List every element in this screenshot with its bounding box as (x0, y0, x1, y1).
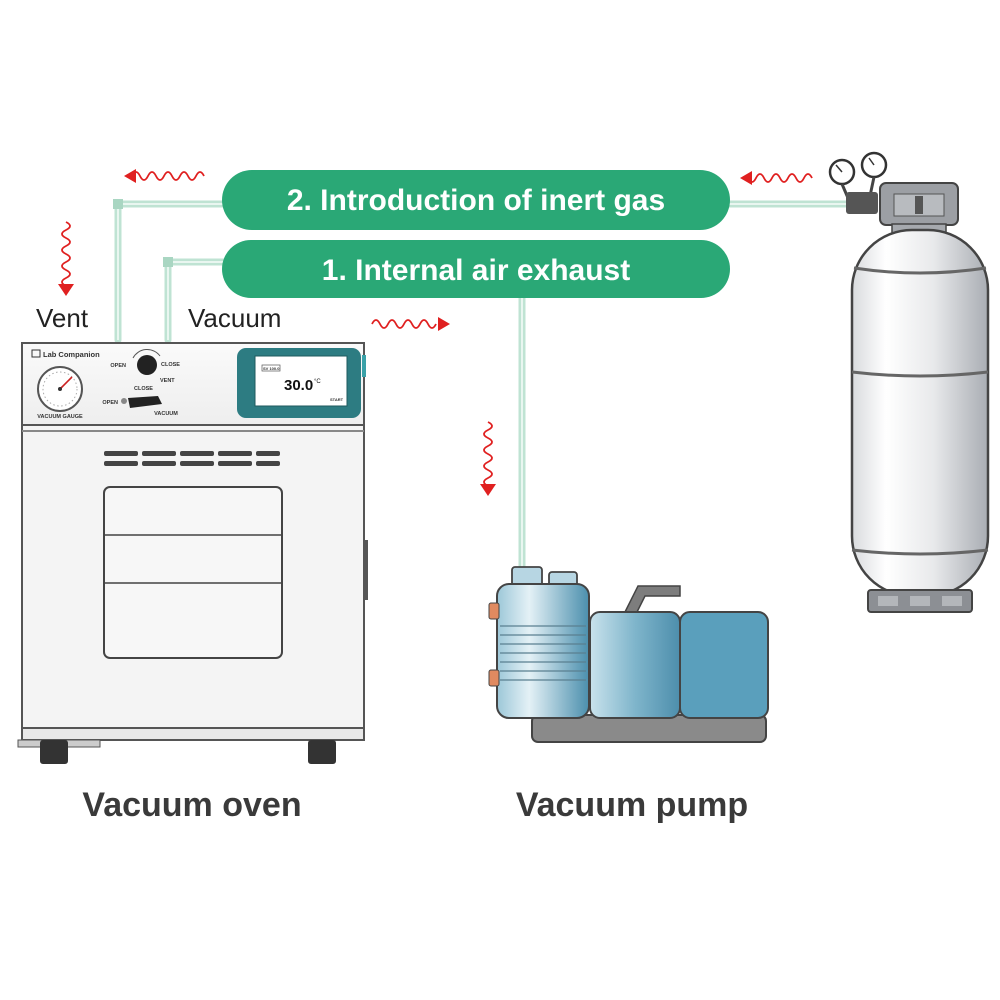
wave-arrow-down-icon (480, 421, 496, 496)
display-tag: SV 100.0 (263, 366, 280, 371)
vent-close-text: CLOSE (161, 362, 180, 368)
pressure-gauge-icon (860, 151, 888, 197)
vacuum-oven: Lab Companion VACUUM GAUGE OPEN CLOSE VE… (17, 342, 368, 764)
wave-arrow-right-icon (371, 317, 450, 331)
vacuum-close-text: CLOSE (134, 386, 153, 392)
vacuum-valve-handle (121, 396, 162, 408)
regulator (846, 192, 878, 214)
display-unit: °C (314, 379, 321, 385)
logo-icon (31, 349, 41, 358)
oven-window (103, 486, 283, 659)
oven-vent-slots (104, 451, 280, 466)
wave-arrow-down-icon (58, 221, 74, 296)
oven-brand: Lab Companion (43, 350, 100, 359)
wave-arrow-left-icon (124, 169, 205, 183)
step1-label: 1. Internal air exhaust (322, 254, 630, 287)
display-start: START (330, 397, 344, 402)
pump-motor-left (589, 611, 681, 719)
pump-base (531, 714, 767, 743)
step1-pill: 1. Internal air exhaust (222, 240, 730, 298)
wave-arrow-left-icon (740, 171, 813, 185)
vacuum-label: Vacuum (188, 303, 281, 333)
gas-cylinder (828, 151, 990, 613)
step2-label: 2. Introduction of inert gas (287, 184, 665, 217)
vacuum-open-text: OPEN (102, 400, 118, 406)
vent-open-text: OPEN (110, 363, 126, 369)
step2-pill: 2. Introduction of inert gas (222, 170, 730, 230)
display-value: 30.0 (284, 377, 313, 394)
oven-foot (308, 740, 336, 764)
display-screen (254, 355, 348, 407)
pipe-joint (113, 199, 123, 209)
pipe-joint (163, 257, 173, 267)
vacuum-gauge-icon (37, 366, 83, 412)
vent-label: Vent (36, 303, 89, 333)
oven-label: Vacuum oven (82, 786, 301, 824)
pump-head (496, 583, 590, 719)
vacuum-valve-label: VACUUM (154, 411, 178, 417)
cylinder-body (850, 228, 990, 598)
pump-label: Vacuum pump (516, 786, 748, 824)
vent-knob (132, 349, 161, 375)
pump-motor-right (679, 611, 769, 719)
vent-knob-label: VENT (160, 378, 175, 384)
vacuum-pump (488, 566, 769, 743)
oven-foot (40, 740, 68, 764)
gauge-label: VACUUM GAUGE (37, 414, 83, 420)
